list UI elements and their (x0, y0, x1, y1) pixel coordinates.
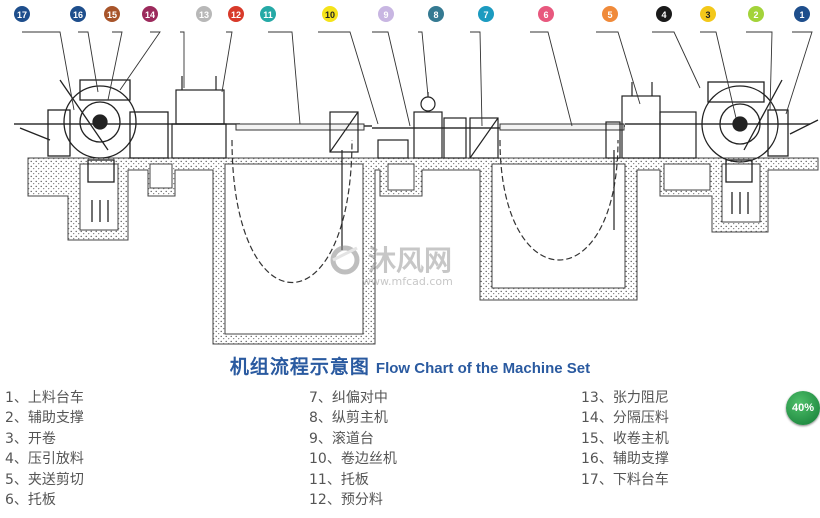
zoom-percent-badge[interactable]: 40% (786, 391, 820, 425)
marker-label: 5 (607, 10, 612, 20)
marker-3: 3 (700, 6, 716, 22)
left-units (171, 76, 359, 250)
marker-14: 14 (142, 6, 158, 22)
marker-label: 4 (661, 10, 666, 20)
legend-item: 2、辅助支撑 (5, 410, 84, 427)
marker-label: 8 (433, 10, 438, 20)
marker-label: 2 (753, 10, 758, 20)
legend-item: 4、压引放料 (5, 451, 84, 468)
marker-label: 10 (325, 10, 335, 20)
legend-item: 15、收卷主机 (581, 430, 669, 447)
markers: 17 16 15 14 13 12 11 10 9 8 7 6 5 4 3 2 … (14, 6, 810, 22)
marker-label: 9 (383, 10, 388, 20)
marker-label: 1 (799, 10, 804, 20)
marker-label: 16 (73, 10, 83, 20)
marker-label: 14 (145, 10, 155, 20)
pits (79, 163, 761, 335)
marker-label: 15 (107, 10, 117, 20)
left-recoiler (19, 79, 169, 222)
legend-column-1: 1、上料台车 2、辅助支撑 3、开卷 4、压引放料 5、夹送剪切 6、托板 (5, 388, 84, 510)
legend-item: 13、张力阻尼 (581, 390, 669, 406)
caption-en: Flow Chart of the Machine Set (375, 360, 591, 377)
marker-label: 11 (263, 10, 273, 20)
legend-item: 8、纵剪主机 (309, 410, 388, 427)
strip-loops (231, 139, 619, 283)
watermark: 沐风网 www.mfcad.com (330, 244, 453, 288)
watermark-url: www.mfcad.com (362, 275, 453, 288)
legend-item: 10、卷边丝机 (309, 451, 397, 468)
legend-item: 6、托板 (5, 491, 56, 508)
legend-item: 11、托板 (309, 471, 369, 488)
marker-1: 1 (794, 6, 810, 22)
leader-lines (22, 31, 813, 127)
marker-6: 6 (538, 6, 554, 22)
marker-9: 9 (378, 6, 394, 22)
marker-label: 3 (705, 10, 710, 20)
marker-7: 7 (478, 6, 494, 22)
watermark-logo-icon (330, 245, 360, 275)
marker-17: 17 (14, 6, 30, 22)
watermark-cn: 沐风网 (368, 244, 452, 277)
slitter (377, 92, 499, 159)
support-tables (235, 123, 625, 131)
marker-10: 10 (322, 6, 338, 22)
legend-column-2: 7、纠偏对中 8、纵剪主机 9、滚道台 10、卷边丝机 11、托板 12、预分料 (309, 388, 397, 510)
strip-line (14, 123, 810, 129)
legend-item: 9、滚道台 (309, 430, 374, 447)
legend-item: 12、预分料 (309, 491, 383, 508)
legend-column-3: 13、张力阻尼 14、分隔压料 15、收卷主机 16、辅助支撑 17、下料台车 (581, 388, 669, 490)
legend-item: 14、分隔压料 (581, 410, 669, 427)
legend-item: 5、夹送剪切 (5, 471, 84, 488)
marker-label: 6 (543, 10, 548, 20)
marker-label: 13 (199, 10, 209, 20)
marker-label: 17 (17, 10, 27, 20)
marker-11: 11 (260, 6, 276, 22)
caption-cn: 机组流程示意图 (229, 356, 370, 378)
legend-item: 16、辅助支撑 (581, 451, 669, 468)
marker-16: 16 (70, 6, 86, 22)
marker-4: 4 (656, 6, 672, 22)
marker-13: 13 (196, 6, 212, 22)
diagram-caption: 机组流程示意图 Flow Chart of the Machine Set (0, 352, 820, 379)
marker-15: 15 (104, 6, 120, 22)
legend-item: 3、开卷 (5, 430, 56, 447)
marker-12: 12 (228, 6, 244, 22)
marker-label: 7 (483, 10, 488, 20)
marker-5: 5 (602, 6, 618, 22)
right-uncoiler (701, 79, 819, 214)
flow-diagram: 17 16 15 14 13 12 11 10 9 8 7 6 5 4 3 2 … (14, 6, 819, 345)
legend-item: 1、上料台车 (5, 390, 84, 406)
right-units (605, 82, 697, 230)
marker-8: 8 (428, 6, 444, 22)
legend-item: 7、纠偏对中 (309, 390, 388, 406)
marker-2: 2 (748, 6, 764, 22)
marker-label: 12 (231, 10, 241, 20)
legend-item: 17、下料台车 (581, 471, 669, 488)
